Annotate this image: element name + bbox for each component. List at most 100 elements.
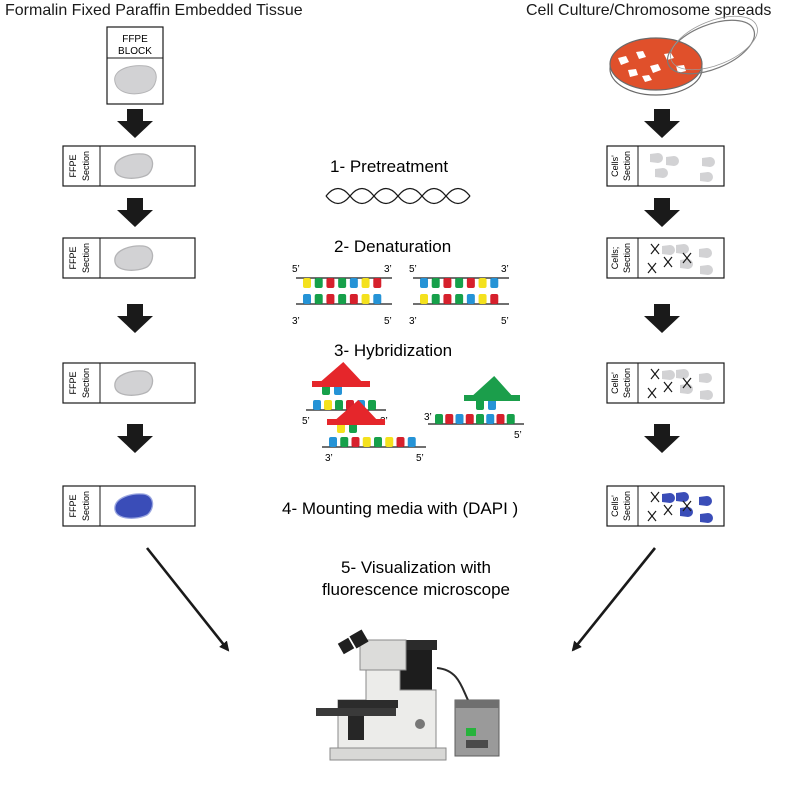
hybridized-strand-3 [428,414,524,425]
chromosome [647,387,657,399]
red-probe-1 [312,362,370,387]
left-diagonal-arrow [145,547,230,652]
strand-end-3-label: 3’ [501,264,509,275]
cell-nucleus [700,265,713,275]
ffpe-section-label-line1: FFPE [68,246,78,269]
chromosome [663,256,673,268]
cells-section-label-line2: Section [622,491,632,521]
dapi-stained-tissue [114,493,154,519]
step-4-label: 4- Mounting media with (DAPI ) [282,499,518,518]
ffpe-block-label-line1: FFPE [122,34,148,45]
chromosome [682,252,692,264]
ffpe-block: FFPE BLOCK [106,26,164,105]
ffpe-section-label-line1: FFPE [68,494,78,517]
step-3-label: 3- Hybridization [334,341,452,360]
cells-section-slide-3: Cells'Section [606,362,725,404]
cell-nucleus [662,370,675,380]
ffpe-block-label-line2: BLOCK [118,46,152,57]
chromosome [663,504,673,516]
cells-section-label-line1: Cells' [610,155,620,177]
tissue-section [114,370,154,396]
left-heading: Formalin Fixed Paraffin Embedded Tissue [5,2,303,19]
right-down-arrow-4 [644,424,680,453]
left-arrows [117,109,153,453]
strand-end-5-label: 5’ [384,316,392,327]
cells-section-label-line1: Cells; [610,247,620,270]
cells-section-label-line2: Section [622,243,632,273]
cells-section-label-line2: Section [622,151,632,181]
strand-end-3-label: 3’ [384,264,392,275]
strand-end-5-label: 5’ [302,416,310,427]
ffpe-section-label-line2: Section [81,491,91,521]
strand-end-3-label: 3’ [424,412,432,423]
double-helix-icon [325,187,471,205]
cell-nucleus [676,244,689,254]
step-5-label-line1: 5- Visualization with [341,558,491,577]
hybridized-strand-2 [322,437,426,448]
denatured-bottom-strand-2 [413,294,509,305]
red-probe-2 [327,400,385,425]
ffpe-section-label-line1: FFPE [68,371,78,394]
strand-end-5-label: 5’ [416,453,424,464]
cell-nucleus [662,245,675,255]
tissue-section [114,245,154,271]
step-2-label: 2- Denaturation [334,237,451,256]
cell-nucleus [680,384,693,394]
cell-nucleus [700,390,713,400]
strand-end-5-label: 5’ [292,264,300,275]
right-down-arrow-3 [644,304,680,333]
cell-nucleus [702,157,715,167]
cells-section-label-line1: Cells' [610,495,620,517]
petri-dish-icon [609,15,758,96]
chromosome [682,377,692,389]
ffpe-section-label-line1: FFPE [68,154,78,177]
cell-nucleus [699,496,712,506]
right-heading: Cell Culture/Chromosome spreads [526,2,771,19]
cells-section-label-line2: Section [622,368,632,398]
cell-nucleus [666,156,679,166]
ffpe-section-label-line2: Section [81,368,91,398]
chromosome [650,368,660,380]
cell-nucleus [699,248,712,258]
ffpe-block-tissue [114,65,157,95]
strand-end-5-label: 5’ [501,316,509,327]
strand-end-5-label: 5’ [514,430,522,441]
hybridization-strands: 5’3’3’5’3’5’ [302,362,524,464]
cell-nucleus [650,153,663,163]
ffpe-section-label-line2: Section [81,151,91,181]
left-down-arrow-4 [117,424,153,453]
chromosome [650,491,660,503]
cell-nucleus [676,492,689,502]
cell-nucleus [655,168,668,178]
tissue-section [114,153,154,179]
left-down-arrow-1 [117,109,153,138]
green-probe [464,376,520,401]
hybridized-strand-1 [306,400,386,411]
right-slides: Cells'SectionCells;SectionCells'SectionC… [606,145,725,527]
right-diagonal-arrow [571,547,657,652]
cells-section-slide-2: Cells;Section [606,237,725,279]
cells-section-label-line1: Cells' [610,372,620,394]
cells-section-slide-4: Cells'Section [606,485,725,527]
chromosome [647,262,657,274]
strand-end-5-label: 5’ [409,264,417,275]
chromosome [650,243,660,255]
denatured-top-strand-2 [413,277,509,288]
right-down-arrow-2 [644,198,680,227]
cell-nucleus [700,513,713,523]
cell-nucleus [676,369,689,379]
cell-nucleus [680,259,693,269]
cell-nucleus [699,373,712,383]
cell-nucleus [662,493,675,503]
right-arrows [644,109,680,453]
left-down-arrow-2 [117,198,153,227]
fluorescence-microscope-icon [316,629,500,761]
strand-end-3-label: 3’ [292,316,300,327]
right-down-arrow-1 [644,109,680,138]
